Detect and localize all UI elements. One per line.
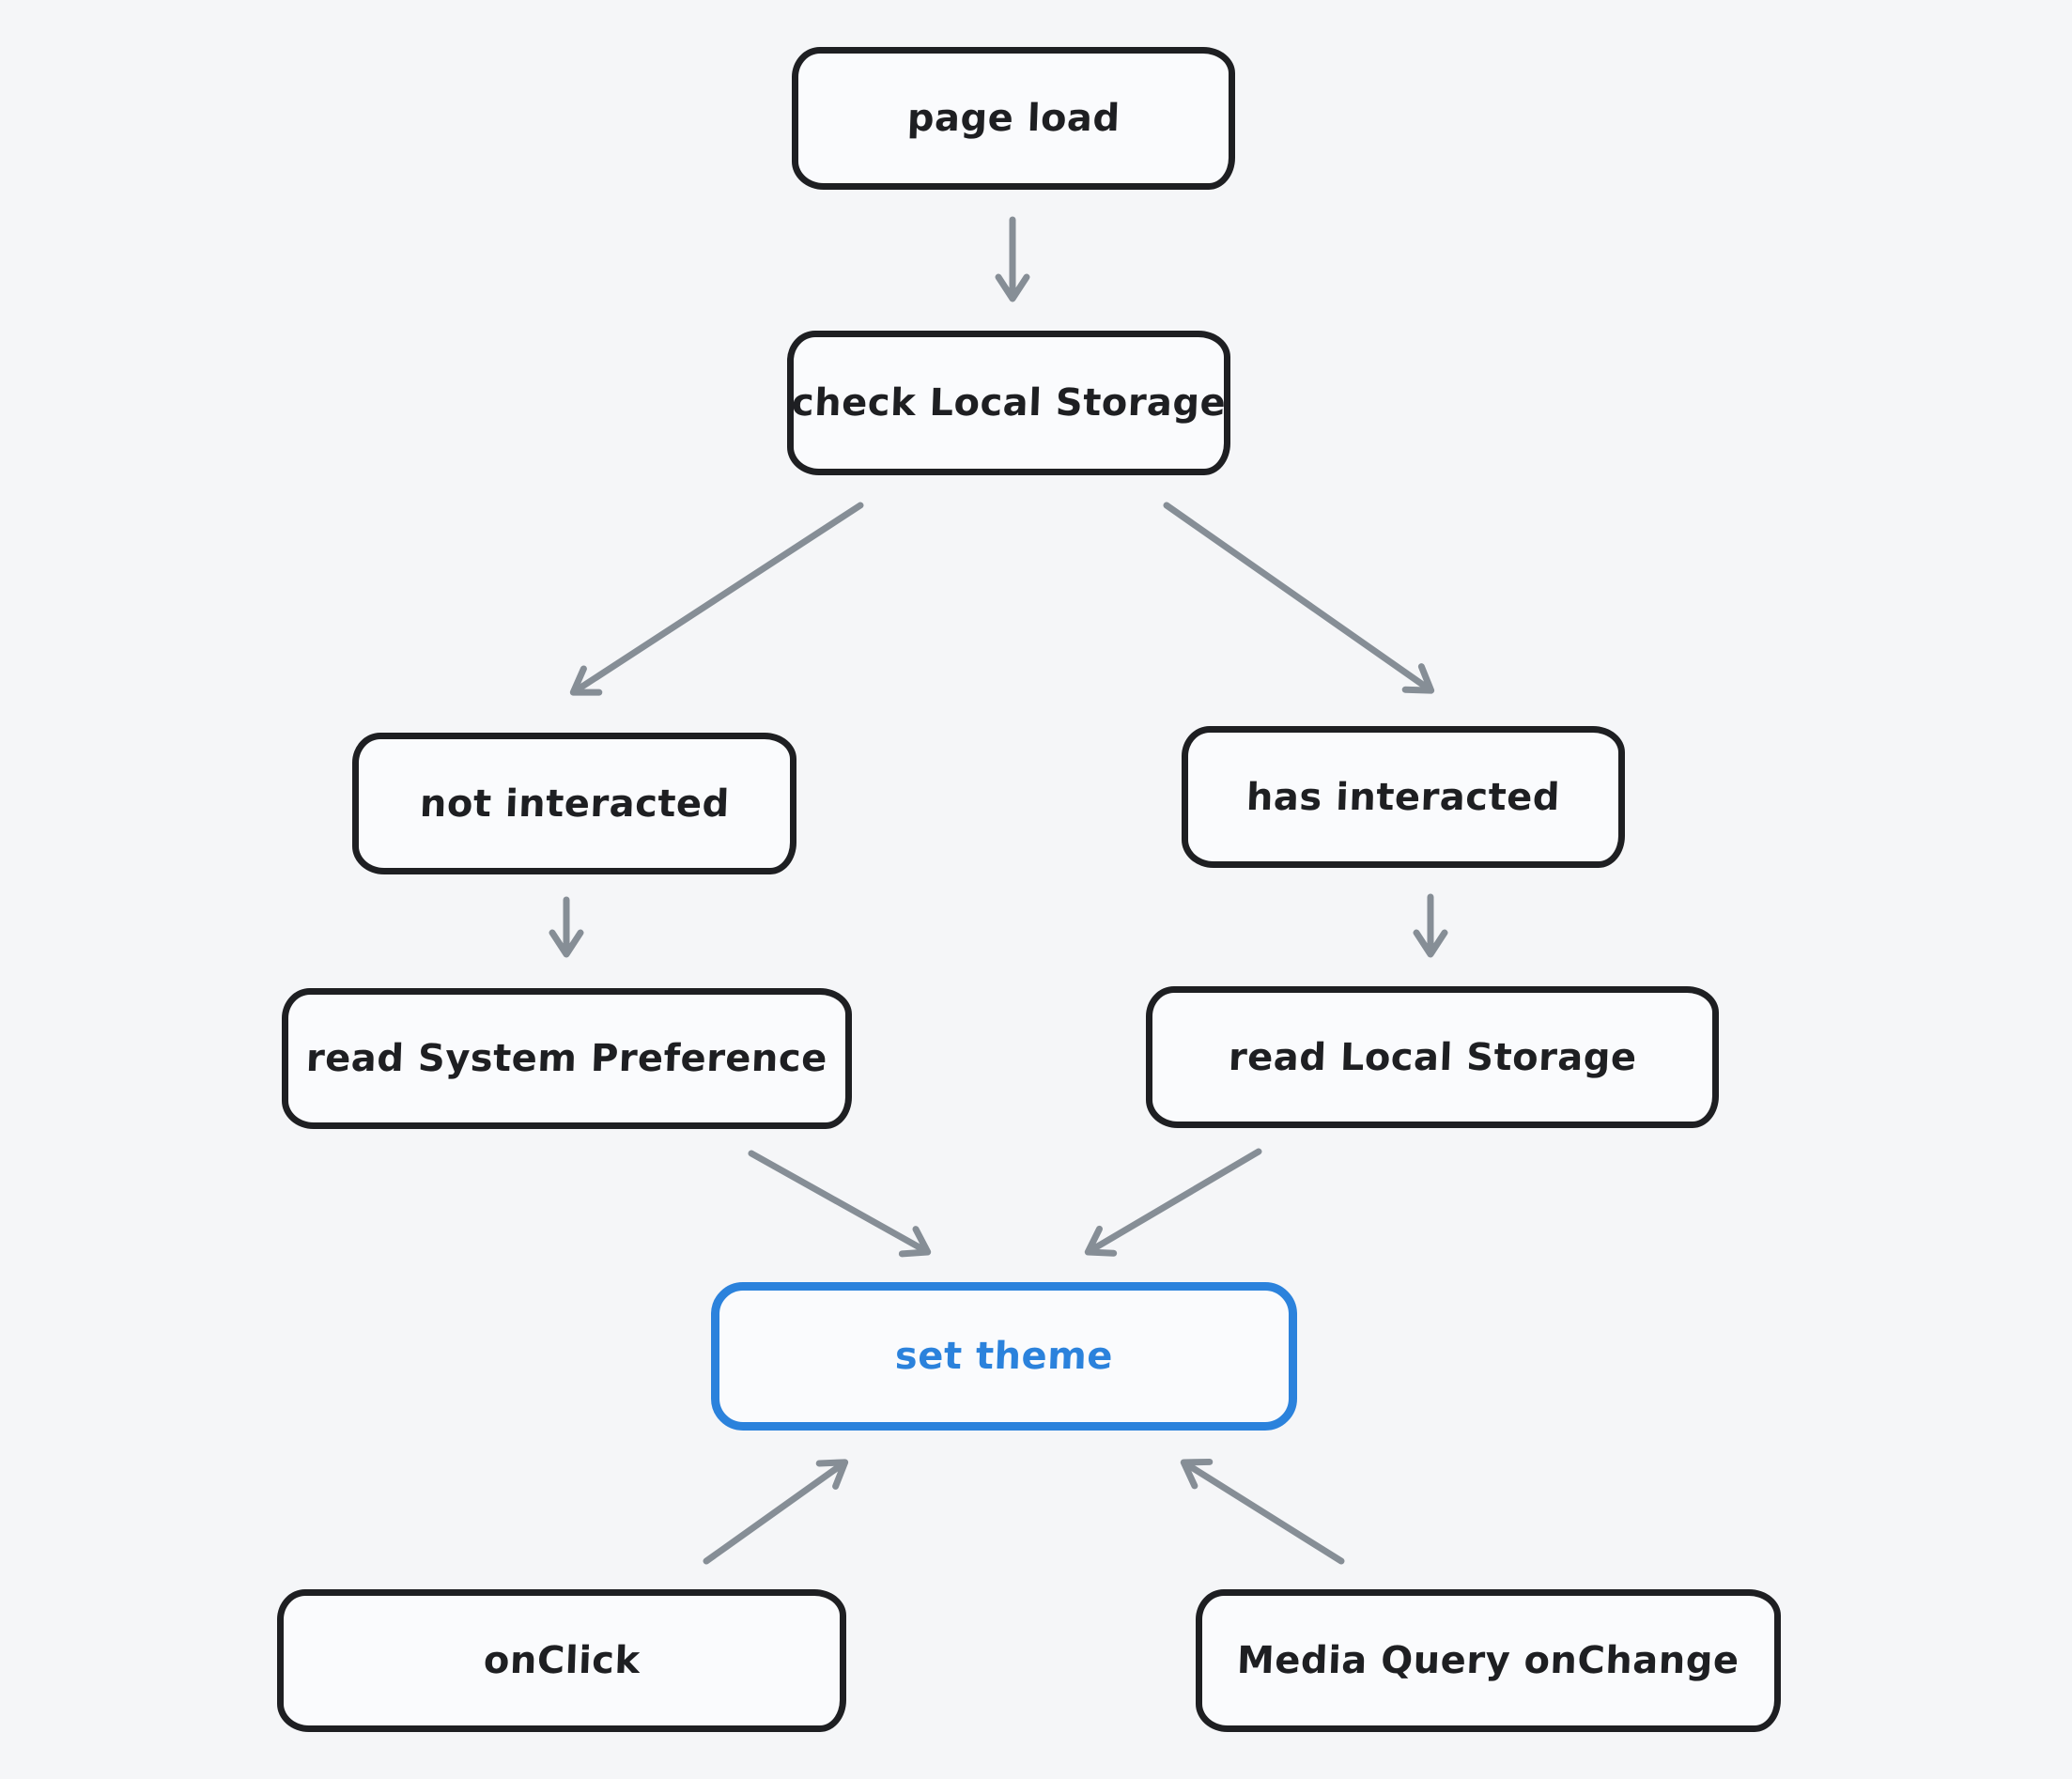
node-media-query-onchange[interactable]: Media Query onChange (1196, 1589, 1781, 1732)
arrow-check-local-storage-to-not-interacted[interactable] (569, 502, 864, 696)
node-on-click[interactable]: onClick (277, 1589, 846, 1732)
arrow-on-click-to-set-theme[interactable] (703, 1459, 849, 1565)
node-check-local-storage[interactable]: check Local Storage (787, 331, 1230, 475)
arrow-read-local-storage-to-set-theme[interactable] (1084, 1148, 1262, 1257)
node-not-interacted[interactable]: not interacted (352, 733, 796, 874)
arrow-read-system-preference-to-set-theme[interactable] (748, 1150, 932, 1258)
node-has-interacted-label: has interacted (1245, 775, 1561, 819)
node-read-local-storage-label: read Local Storage (1227, 1035, 1638, 1079)
node-set-theme-label: set theme (894, 1335, 1114, 1378)
node-check-local-storage-label: check Local Storage (791, 381, 1227, 425)
node-read-local-storage[interactable]: read Local Storage (1146, 986, 1719, 1128)
node-read-system-preference[interactable]: read System Preference (282, 988, 852, 1129)
arrow-check-local-storage-to-has-interacted[interactable] (1163, 502, 1435, 694)
node-media-query-onchange-label: Media Query onChange (1236, 1639, 1740, 1682)
node-set-theme[interactable]: set theme (711, 1282, 1297, 1431)
node-on-click-label: onClick (482, 1639, 642, 1682)
node-has-interacted[interactable]: has interacted (1182, 726, 1625, 868)
node-read-system-preference-label: read System Preference (305, 1037, 828, 1080)
node-not-interacted-label: not interacted (418, 781, 731, 826)
node-page-load-label: page load (905, 97, 1121, 140)
node-page-load[interactable]: page load (792, 47, 1235, 190)
arrow-media-query-onchange-to-set-theme[interactable] (1180, 1458, 1345, 1565)
